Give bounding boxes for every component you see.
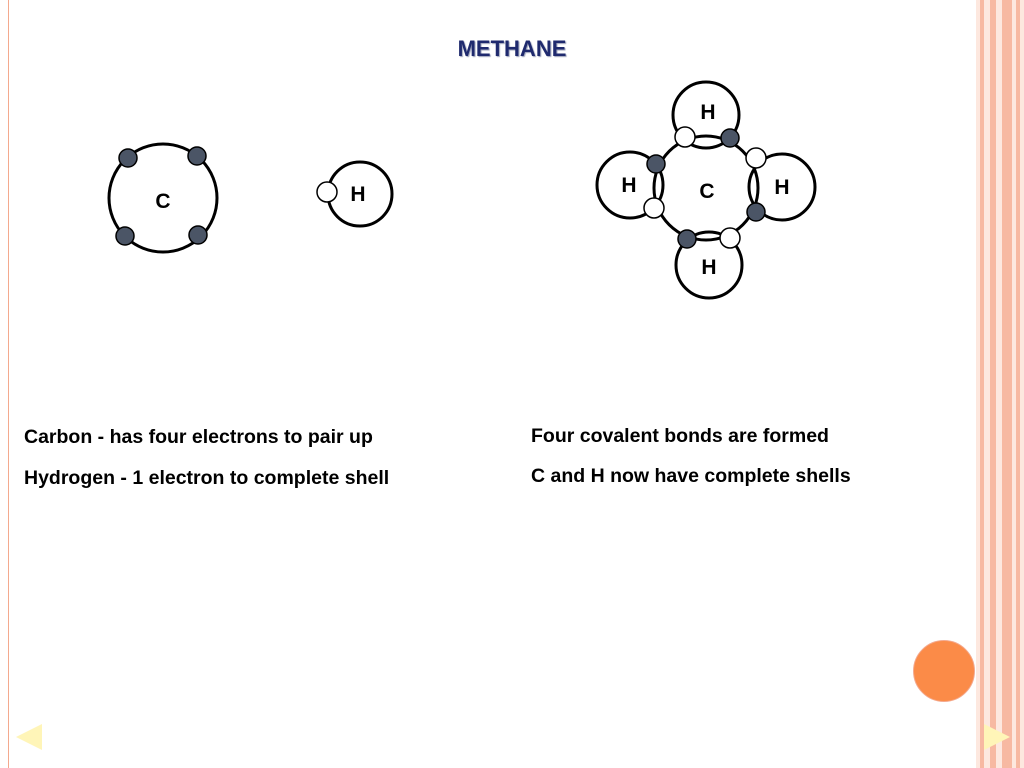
methane-carbon-electron	[677, 229, 697, 249]
methane-hydrogen-electron	[643, 197, 665, 219]
methane-hydrogen-bottom-label: H	[701, 256, 716, 279]
methane-hydrogen-electron	[674, 126, 696, 148]
carbon-atom-shell	[107, 142, 219, 254]
carbon-electron	[187, 146, 207, 166]
hydrogen-label: H	[350, 183, 365, 206]
carbon-label: C	[155, 190, 170, 213]
methane-hydrogen-left-shell	[595, 150, 665, 220]
next-slide-arrow-icon[interactable]	[984, 724, 1010, 750]
caption-bonds: Four covalent bonds are formed	[531, 425, 829, 447]
carbon-electron	[118, 148, 138, 168]
hydrogen-electron	[316, 181, 338, 203]
caption-complete-shells: C and H now have complete shells	[531, 465, 851, 487]
caption-hydrogen: Hydrogen - 1 electron to complete shell	[24, 467, 390, 489]
methane-hydrogen-bottom-shell	[674, 230, 744, 300]
methane-hydrogen-electron	[745, 147, 767, 169]
methane-carbon-electron	[720, 128, 740, 148]
left-border-line	[8, 0, 9, 768]
carbon-electron	[115, 226, 135, 246]
methane-carbon-electron	[646, 154, 666, 174]
orange-decorative-circle	[913, 640, 975, 702]
methane-hydrogen-top-shell	[671, 80, 741, 150]
caption-carbon: Carbon - has four electrons to pair up	[24, 426, 373, 448]
methane-hydrogen-left-label: H	[621, 174, 636, 197]
methane-hydrogen-top-label: H	[700, 101, 715, 124]
slide-title: METHANE	[457, 36, 567, 61]
border-stripe	[980, 0, 984, 768]
methane-carbon-electron	[746, 202, 766, 222]
methane-hydrogen-right-label: H	[774, 176, 789, 199]
methane-hydrogen-right-shell	[747, 152, 817, 222]
right-border-stripes	[976, 0, 1024, 768]
methane-hydrogen-electron	[719, 227, 741, 249]
border-stripe	[990, 0, 996, 768]
previous-slide-arrow-icon[interactable]	[16, 724, 42, 750]
methane-carbon-shell	[652, 134, 760, 242]
border-stripe	[1002, 0, 1012, 768]
border-stripe	[1016, 0, 1020, 768]
methane-carbon-label: C	[699, 180, 714, 203]
carbon-electron	[188, 225, 208, 245]
